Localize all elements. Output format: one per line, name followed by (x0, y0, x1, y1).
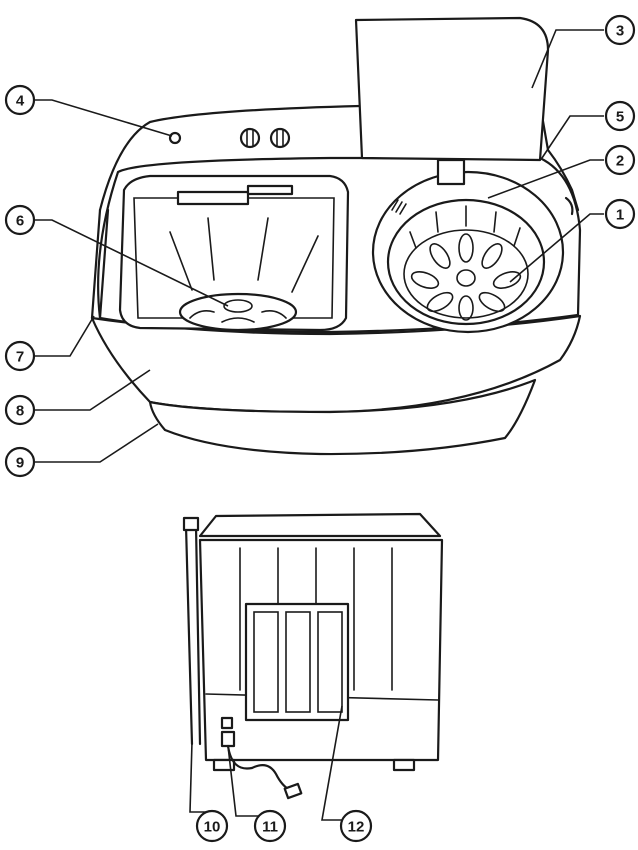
callout-7: 7 (4, 340, 36, 372)
pulsator-fins (189, 310, 287, 323)
leader-3 (531, 29, 604, 89)
spin-basket-bottom (403, 229, 529, 319)
indicator-lamp (168, 131, 182, 145)
power-plug (283, 782, 303, 800)
callout-3: 3 (604, 14, 636, 46)
callout-2-label: 2 (616, 153, 624, 170)
power-socket (220, 716, 234, 730)
back-vent-slot-2 (285, 611, 311, 713)
lint-filter (176, 190, 250, 206)
spin-basket-ribs (409, 205, 521, 249)
back-vent-panel (244, 602, 350, 722)
callout-4-label: 4 (16, 93, 25, 110)
callout-6-label: 6 (16, 213, 24, 230)
control-knob-1 (239, 127, 261, 149)
control-knob-2 (269, 127, 291, 149)
callout-9-label: 9 (16, 455, 24, 472)
power-cord (226, 744, 292, 792)
callout-12-label: 12 (348, 819, 365, 836)
leader-lines (34, 29, 604, 821)
leader-11 (227, 745, 268, 817)
spin-lid-open (354, 16, 550, 162)
callout-10-label: 10 (204, 819, 221, 836)
leader-6 (34, 219, 229, 307)
leader-10 (189, 741, 210, 813)
pulsator-hub (223, 299, 253, 313)
leader-1 (509, 213, 604, 283)
leader-5 (541, 115, 604, 159)
drain-hose (184, 524, 202, 746)
callout-8-label: 8 (16, 403, 24, 420)
callout-12: 12 (339, 809, 373, 843)
drain-hose-hook (564, 196, 574, 216)
top-view-machine (90, 16, 582, 456)
wash-tub-inner (133, 197, 335, 319)
callout-10: 10 (195, 809, 229, 843)
callout-5-label: 5 (616, 109, 624, 126)
tub-clip (246, 184, 294, 196)
callout-1-label: 1 (616, 207, 624, 224)
callout-2: 2 (604, 144, 636, 176)
back-top-lid (198, 512, 442, 538)
wash-tub (118, 174, 350, 332)
callout-9: 9 (4, 446, 36, 478)
spin-brake-grip (391, 199, 407, 215)
callout-8: 8 (4, 394, 36, 426)
side-strip (90, 208, 110, 320)
tub-ribs (169, 217, 319, 293)
leader-8 (34, 369, 151, 411)
leader-2 (487, 159, 604, 199)
callout-3-label: 3 (616, 23, 624, 40)
callout-1: 1 (604, 198, 636, 230)
back-vent-slot-1 (253, 611, 279, 713)
spin-hinge (436, 158, 466, 186)
callout-6: 6 (4, 204, 36, 236)
machine-base (148, 378, 537, 456)
foot-left (212, 758, 236, 772)
callout-4: 4 (4, 84, 36, 116)
callout-11: 11 (253, 809, 287, 843)
drain-hose-cap (182, 516, 200, 532)
back-view-machine (182, 512, 444, 800)
foot-right (392, 758, 416, 772)
leader-7 (34, 315, 95, 357)
callout-11-label: 11 (262, 819, 278, 836)
leader-4 (34, 99, 173, 137)
spin-basket-holes (410, 233, 522, 321)
control-panel-outline (98, 102, 580, 212)
power-plug-inlet (220, 730, 236, 748)
callout-7-label: 7 (16, 349, 24, 366)
callout-5: 5 (604, 100, 636, 132)
leader-9 (34, 423, 159, 463)
back-vent-slot-3 (317, 611, 343, 713)
